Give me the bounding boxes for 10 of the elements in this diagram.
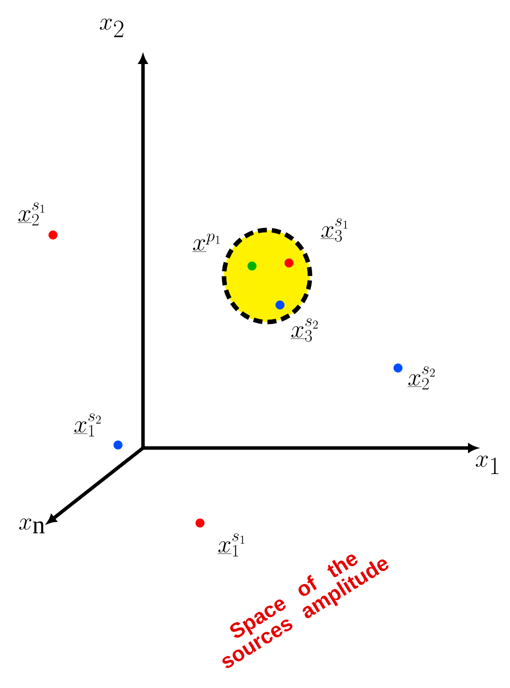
point-label: $\underline{x}_1^{s_2}$ (74, 413, 101, 436)
axis-label: $x_1$ (476, 456, 499, 474)
axis-label: $x_\mathrm{n}$ (19, 518, 45, 534)
point-label: $\underline{x}_3^{s_2}$ (290, 318, 318, 342)
point-label: $\underline{x}_2^{s_2}$ (408, 366, 435, 390)
point-label: $\underline{x}_1^{s_1}$ (218, 533, 244, 556)
point-label: $\underline{x}_2^{s_1}$ (18, 202, 44, 226)
point-label: $\underline{x}_3^{s_1}$ (320, 218, 348, 242)
axis-label: $x_2$ (100, 18, 124, 38)
point-label: $\underline{x}^{p_1}$ (192, 234, 220, 252)
